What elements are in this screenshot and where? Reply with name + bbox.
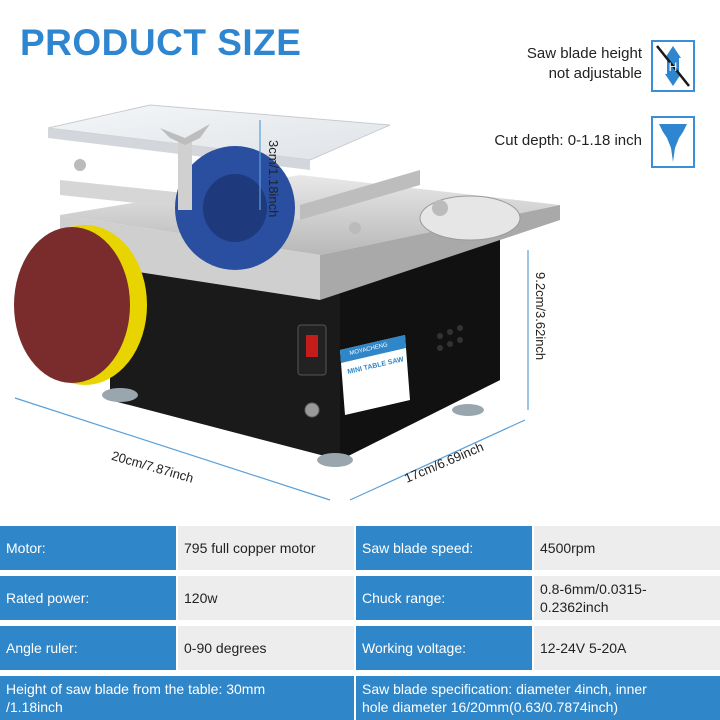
spec-value: 0.8-6mm/0.0315- 0.2362inch — [534, 576, 720, 620]
feature-blade-height-line1: Saw blade height — [526, 45, 642, 62]
spec-value: 12-24V 5-20A — [534, 626, 720, 670]
spec-value-line1: 0.8-6mm/0.0315- — [540, 581, 647, 597]
feature-blade-height-line2: not adjustable — [548, 65, 642, 82]
blade-height-not-adjustable-icon: H — [651, 40, 695, 92]
spec-value: 0-90 degrees — [178, 626, 354, 670]
svg-text:H: H — [669, 60, 678, 74]
spec-row: Motor: 795 full copper motor Saw blade s… — [0, 526, 720, 570]
spec-wide-right: Saw blade specification: diameter 4inch,… — [356, 676, 720, 720]
spec-label: Working voltage: — [356, 626, 532, 670]
speaker-grill — [437, 325, 463, 351]
sanding-disc — [14, 227, 130, 383]
spec-label: Saw blade speed: — [356, 526, 532, 570]
cut-depth-icon — [651, 116, 695, 168]
length-dimension-line — [14, 397, 331, 501]
spec-wide-left: Height of saw blade from the table: 30mm… — [0, 676, 354, 720]
spec-value-line2: 0.2362inch — [540, 599, 609, 615]
blade-height-icon-graphic: H — [656, 45, 690, 87]
spec-row: Angle ruler: 0-90 degrees Working voltag… — [0, 626, 720, 670]
foot — [317, 453, 353, 467]
feature-cut-depth-text: Cut depth: 0-1.18 inch — [494, 132, 642, 149]
specs-table: Motor: 795 full copper motor Saw blade s… — [0, 522, 720, 720]
spec-label: Chuck range: — [356, 576, 532, 620]
foot — [452, 404, 484, 416]
spec-label: Angle ruler: — [0, 626, 176, 670]
spec-wide-left-line2: /1.18inch — [6, 699, 63, 715]
page-title: PRODUCT SIZE — [20, 22, 302, 63]
spec-wide-left-line1: Height of saw blade from the table: 30mm — [6, 681, 266, 697]
cut-depth-icon-graphic — [659, 124, 687, 162]
height-dimension-label: 9.2cm/3.62inch — [533, 272, 548, 361]
spec-wide-right-line1: Saw blade specification: diameter 4inch,… — [362, 681, 647, 697]
spec-row: Rated power: 120w Chuck range: 0.8-6mm/0… — [0, 576, 720, 620]
spec-label: Motor: — [0, 526, 176, 570]
spec-label: Rated power: — [0, 576, 176, 620]
blade-height-dimension-label: 3cm/1.18inch — [266, 140, 281, 218]
feature-blade-height-text: Saw blade height not adjustable — [470, 44, 642, 84]
table-saw-illustration: MOYACHENG MINI TABLE SAW — [14, 104, 560, 501]
dc-jack — [304, 402, 320, 418]
spec-row-wide: Height of saw blade from the table: 30mm… — [0, 676, 720, 720]
spec-value: 795 full copper motor — [178, 526, 354, 570]
spec-value: 120w — [178, 576, 354, 620]
foot — [102, 388, 138, 402]
spec-value: 4500rpm — [534, 526, 720, 570]
width-dimension-line — [349, 419, 526, 501]
spec-wide-right-line2: hole diameter 16/20mm(0.63/0.7874inch) — [362, 699, 619, 715]
